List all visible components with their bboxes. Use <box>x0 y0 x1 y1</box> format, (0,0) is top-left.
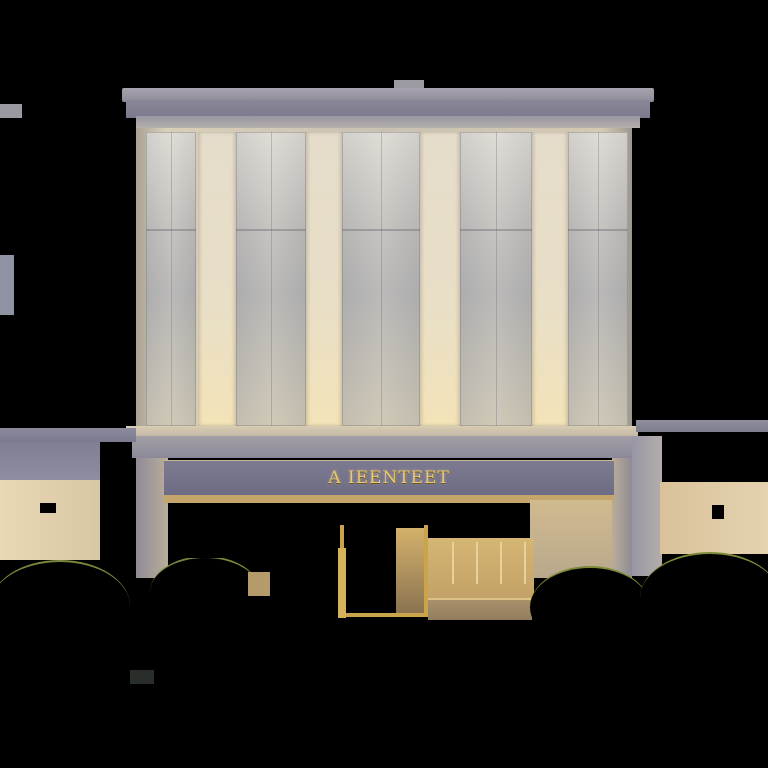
cornice-middle <box>126 100 650 118</box>
pier-right <box>612 458 632 578</box>
sign-text: A IEENTEET <box>328 468 450 488</box>
sign-underglow <box>164 495 614 503</box>
pillar <box>306 132 342 426</box>
left-wing-roof <box>0 428 136 442</box>
wall-rib <box>476 542 478 584</box>
fragment <box>0 104 22 118</box>
fragment <box>0 255 14 315</box>
left-wing-wall <box>0 480 100 560</box>
pillar <box>532 132 568 426</box>
shadow-cutout <box>180 503 330 558</box>
entry-side-wall <box>530 500 612 578</box>
shrub <box>150 556 260 628</box>
door-post <box>338 548 346 618</box>
wall-rib <box>524 542 526 584</box>
glass-pane <box>460 132 532 426</box>
glass-pane <box>568 132 628 426</box>
entry-wall <box>428 538 534 598</box>
pillar <box>198 132 236 426</box>
storey-band <box>126 426 638 436</box>
left-wing-window <box>40 503 56 513</box>
door-frame <box>340 525 428 617</box>
cornice-bottom <box>136 116 640 128</box>
entry-step <box>428 598 532 622</box>
right-wing-roof <box>636 420 768 432</box>
pier-left <box>136 458 168 578</box>
building-sign: A IEENTEET <box>164 460 614 496</box>
left-wing-frieze <box>0 442 100 480</box>
fragment <box>130 670 154 684</box>
glass-pane <box>342 132 420 426</box>
wall-rib <box>452 542 454 584</box>
right-wing-side <box>632 436 662 576</box>
ground-shadow <box>0 620 768 768</box>
fragment <box>248 572 270 596</box>
entry-door <box>396 528 426 614</box>
frieze <box>132 436 632 458</box>
pillar <box>420 132 460 426</box>
roof-vent <box>394 80 424 90</box>
cornice-top <box>122 88 654 102</box>
right-wing-window <box>712 505 724 519</box>
shadow-cutout <box>430 503 500 535</box>
shadow-cutout <box>345 503 395 523</box>
glass-pane <box>146 132 196 426</box>
glass-pane <box>236 132 306 426</box>
wall-rib <box>500 542 502 584</box>
